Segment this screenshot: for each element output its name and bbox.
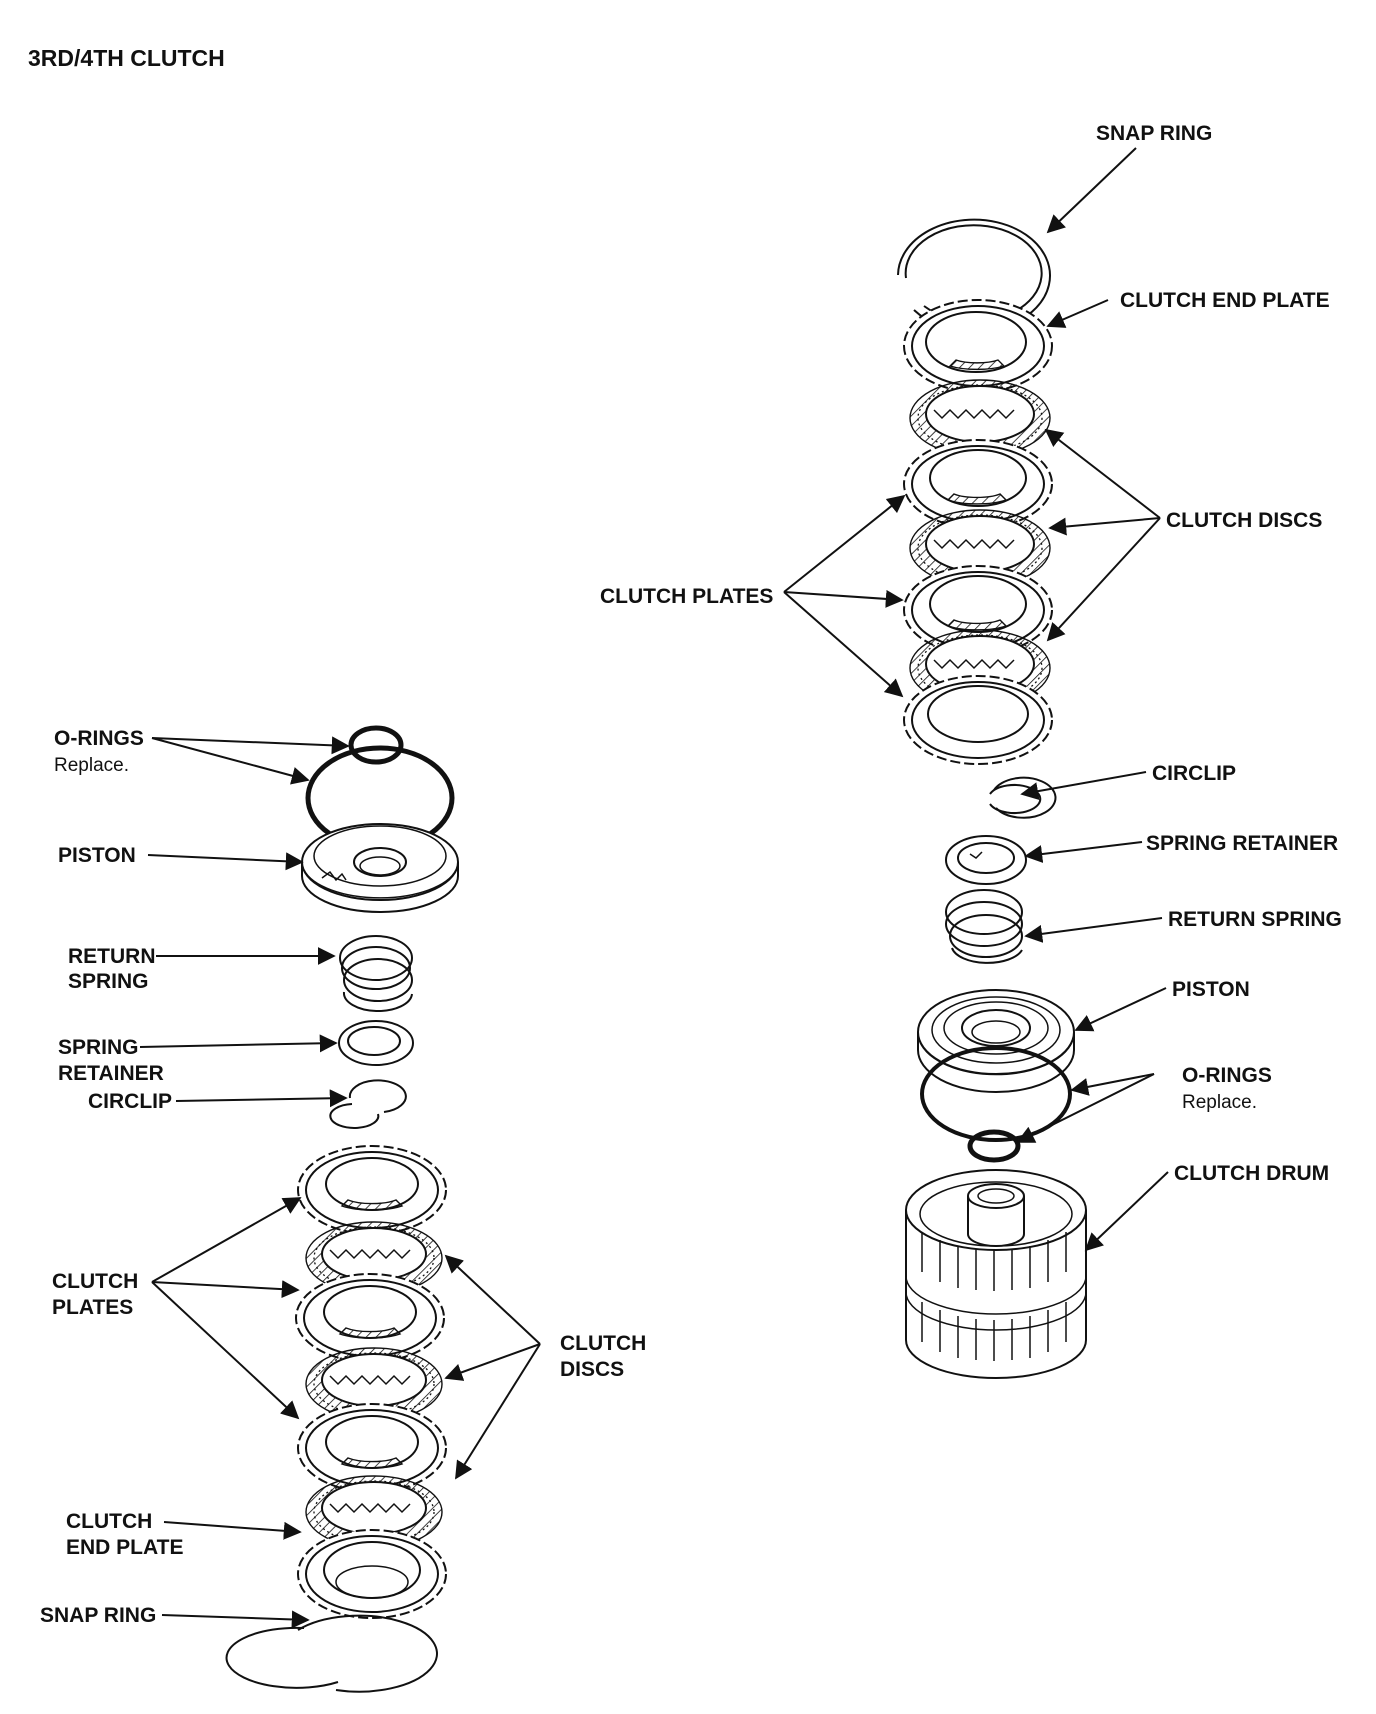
left-snap-ring <box>225 1614 438 1693</box>
right-clutch-plate-2 <box>903 565 1053 655</box>
right-clutch-plate-1 <box>903 439 1053 529</box>
right-return-spring <box>945 889 1023 964</box>
left-labels: O-RINGS Replace. PISTON RETURN SPRING SP… <box>40 727 646 1627</box>
right-leaders <box>783 147 1169 1252</box>
right-o-ring-small <box>967 1129 1021 1163</box>
left-piston-label: PISTON <box>58 844 136 867</box>
right-clutch-plate-3 <box>903 675 1053 765</box>
right-spring-retainer <box>945 835 1027 885</box>
left-leaders <box>139 736 541 1629</box>
left-o-rings-label: O-RINGS <box>54 727 144 750</box>
left-return-spring-label-1: RETURN <box>68 945 156 968</box>
right-piston <box>917 989 1075 1093</box>
right-clutch-plates-label: CLUTCH PLATES <box>600 585 773 608</box>
left-snap-ring-label: SNAP RING <box>40 1604 156 1627</box>
left-spring-retainer-label-1: SPRING <box>58 1036 139 1059</box>
left-clutch-plates-label-2: PLATES <box>52 1296 133 1319</box>
right-circlip-label: CIRCLIP <box>1152 762 1236 785</box>
page-title: 3RD/4TH CLUTCH <box>28 45 225 71</box>
right-clutch-drum <box>905 1169 1087 1379</box>
right-return-spring-label: RETURN SPRING <box>1168 908 1342 931</box>
left-return-spring-label-2: SPRING <box>68 970 149 993</box>
left-clutch-end-plate-label-1: CLUTCH <box>66 1510 152 1533</box>
left-spring-retainer <box>338 1020 414 1066</box>
left-clutch-end-plate-label-2: END PLATE <box>66 1536 183 1559</box>
left-clutch-plate-2 <box>295 1273 445 1363</box>
left-clutch-stack <box>295 1145 447 1619</box>
right-clutch-end-plate-label: CLUTCH END PLATE <box>1120 289 1330 312</box>
left-return-spring <box>339 935 413 1012</box>
right-snap-ring-label: SNAP RING <box>1096 122 1212 145</box>
left-clutch-discs-label-2: DISCS <box>560 1358 624 1381</box>
left-piston <box>301 823 459 913</box>
left-spring-retainer-label-2: RETAINER <box>58 1062 164 1085</box>
left-clutch-disc-3 <box>305 1475 443 1549</box>
right-o-rings-label: O-RINGS <box>1182 1064 1272 1087</box>
left-clutch-plate-1 <box>297 1145 447 1235</box>
left-clutch-plates-label-1: CLUTCH <box>52 1270 138 1293</box>
right-labels: SNAP RING CLUTCH END PLATE CLUTCH DISCS … <box>600 122 1342 1185</box>
left-clutch-plate-3 <box>297 1403 447 1493</box>
left-o-ring-small <box>348 725 404 765</box>
left-circlip <box>329 1079 407 1129</box>
right-o-ring-large <box>920 1046 1072 1142</box>
left-circlip-label: CIRCLIP <box>88 1090 172 1113</box>
right-spring-retainer-label: SPRING RETAINER <box>1146 832 1338 855</box>
right-circlip <box>989 776 1057 819</box>
right-clutch-drum-label: CLUTCH DRUM <box>1174 1162 1329 1185</box>
left-clutch-end-plate <box>297 1529 447 1619</box>
left-parts <box>225 725 459 1693</box>
right-clutch-discs-label: CLUTCH DISCS <box>1166 509 1322 532</box>
right-parts <box>897 218 1087 1379</box>
left-o-rings-note: Replace. <box>54 755 129 776</box>
right-clutch-disc-2 <box>909 509 1051 587</box>
right-clutch-disc-1 <box>909 379 1051 457</box>
right-o-rings-note: Replace. <box>1182 1092 1257 1113</box>
right-piston-label: PISTON <box>1172 978 1250 1001</box>
right-clutch-end-plate <box>903 299 1053 393</box>
left-clutch-discs-label-1: CLUTCH <box>560 1332 646 1355</box>
